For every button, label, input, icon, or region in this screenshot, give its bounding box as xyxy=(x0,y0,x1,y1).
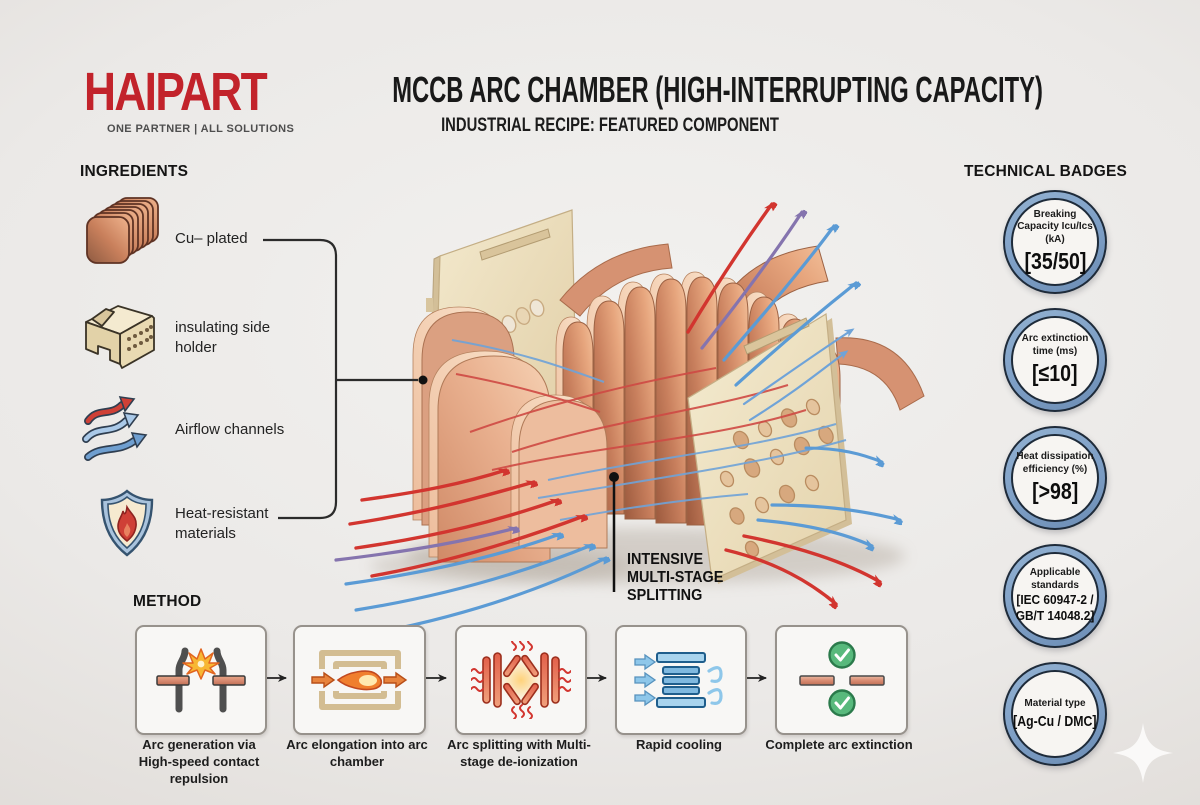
header: MCCB ARC CHAMBER (HIGH-INTERRUPTING CAPA… xyxy=(280,69,1043,136)
insulating-holder-icon xyxy=(85,305,155,369)
badge-value: [IEC 60947-2 / GB/T 14048.2] xyxy=(1015,593,1095,623)
method-step-3 xyxy=(455,625,587,735)
logo-brand: HAIPART xyxy=(84,62,268,122)
logo-tagline: ONE PARTNER | ALL SOLUTIONS xyxy=(107,123,295,136)
logo: HAIPART ONE PARTNER | ALL SOLUTIONS xyxy=(84,62,306,136)
copper-plates-icon xyxy=(86,197,159,264)
contact-repulsion-icon xyxy=(156,647,246,713)
badge-inner: Applicable standards [IEC 60947-2 / GB/T… xyxy=(1011,552,1099,640)
ingredient-label-airflow: Airflow channels xyxy=(175,421,285,438)
badge-label: Arc extinction time (ms) xyxy=(1021,333,1089,357)
badge-breaking-capacity: Breaking Capacity Icu/Ics (kA) [35/50] xyxy=(1003,190,1107,294)
heat-shield-icon xyxy=(100,489,154,557)
hot-airflow-arrows xyxy=(348,204,880,604)
callout-line-2: MULTI-STAGE xyxy=(627,569,724,587)
airflow-icon xyxy=(82,396,148,461)
badge-material-type: Material type [Ag-Cu / DMC] xyxy=(1003,662,1107,766)
arc-extinction-icon xyxy=(798,641,885,717)
method-caption-3: Arc splitting with Multi-stage de-ioniza… xyxy=(447,737,591,769)
page-subtitle: INDUSTRIAL RECIPE: FEATURED COMPONENT xyxy=(441,115,779,136)
method-step-1 xyxy=(135,625,267,735)
badges-heading: TECHNICAL BADGES xyxy=(964,163,1128,180)
method-heading: METHOD xyxy=(133,593,202,610)
arc-splitting-icon xyxy=(471,641,571,719)
callout-line-3: SPLITTING xyxy=(627,587,703,605)
badge-heat-dissipation: Heat dissipation efficiency (%) [>98] xyxy=(1003,426,1107,530)
interior-streamlines xyxy=(451,339,847,521)
method-caption-1: Arc generation via High-speed contact re… xyxy=(138,737,260,786)
method-caption-5: Complete arc extinction xyxy=(765,737,913,752)
callout-line-1: INTENSIVE xyxy=(627,551,704,568)
badge-value: [≤10] xyxy=(1032,360,1078,386)
rapid-cooling-icon xyxy=(634,652,723,708)
badge-inner: Arc extinction time (ms) [≤10] xyxy=(1011,316,1099,404)
badge-value: [Ag-Cu / DMC] xyxy=(1013,712,1097,730)
arc-elongation-icon xyxy=(310,650,407,710)
badge-label: Material type xyxy=(1024,698,1086,710)
badge-value: [>98] xyxy=(1031,478,1079,504)
ingredient-label-heat-resistant: Heat-resistant materials xyxy=(175,505,269,543)
badge-label: Heat dissipation efficiency (%) xyxy=(1016,451,1094,475)
page-title: MCCB ARC CHAMBER (HIGH-INTERRUPTING CAPA… xyxy=(392,69,1043,110)
ingredients-heading: INGREDIENTS xyxy=(80,163,189,180)
badge-standards: Applicable standards [IEC 60947-2 / GB/T… xyxy=(1003,544,1107,648)
method-step-5 xyxy=(775,625,908,735)
badge-arc-extinction-time: Arc extinction time (ms) [≤10] xyxy=(1003,308,1107,412)
badge-inner: Breaking Capacity Icu/Ics (kA) [35/50] xyxy=(1011,198,1099,286)
badge-label: Breaking Capacity Icu/Ics (kA) xyxy=(1017,208,1093,245)
cool-airflow-arrows xyxy=(334,212,900,636)
badge-label: Applicable standards xyxy=(1029,567,1081,591)
badge-value: [35/50] xyxy=(1024,248,1086,275)
ingredient-connector-bracket xyxy=(263,238,428,520)
method-step-2 xyxy=(293,625,426,735)
method-caption-4: Rapid cooling xyxy=(636,737,722,752)
method-caption-2: Arc elongation into arc chamber xyxy=(286,737,428,769)
check-icon xyxy=(827,641,856,717)
badge-inner: Heat dissipation efficiency (%) [>98] xyxy=(1011,434,1099,522)
callout-line xyxy=(609,472,619,592)
splitting-callout: INTENSIVE MULTI-STAGE SPLITTING xyxy=(627,551,723,605)
sparkle-icon xyxy=(1113,723,1173,783)
ingredient-label-insulating-holder: insulating side holder xyxy=(175,319,271,357)
badge-inner: Material type [Ag-Cu / DMC] xyxy=(1011,670,1099,758)
ingredient-label-cu-plated: Cu– plated xyxy=(175,230,248,247)
method-step-4 xyxy=(615,625,747,735)
